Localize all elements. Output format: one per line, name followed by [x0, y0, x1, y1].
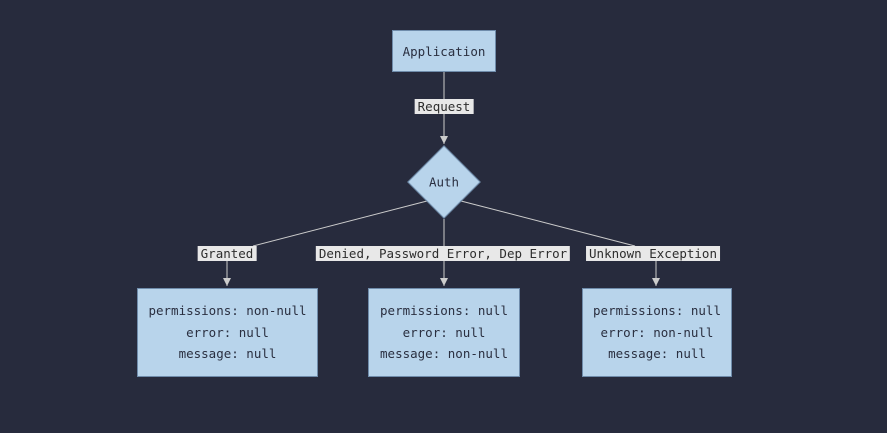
unknown-result-line-permissions: permissions: null: [593, 303, 721, 319]
denied-result-line-permissions: permissions: null: [380, 303, 508, 319]
node-unknown-result: permissions: null error: non-null messag…: [582, 288, 732, 377]
node-application-label: Application: [402, 43, 486, 59]
node-granted-result: permissions: non-null error: null messag…: [137, 288, 318, 377]
denied-result-line-message: message: non-null: [380, 346, 508, 362]
node-denied-result: permissions: null error: null message: n…: [368, 288, 520, 377]
granted-result-line-message: message: null: [178, 346, 277, 362]
edge-label-unknown: Unknown Exception: [586, 246, 720, 261]
denied-result-line-error: error: null: [402, 324, 486, 340]
edge-granted-line-diagonal: [252, 200, 428, 247]
edge-label-denied: Denied, Password Error, Dep Error: [315, 246, 571, 261]
edge-unknown-line-diagonal: [460, 200, 636, 247]
edge-label-granted: Granted: [197, 246, 257, 261]
unknown-result-line-error: error: non-null: [600, 324, 714, 340]
node-application: Application: [392, 30, 496, 72]
node-auth-label: Auth: [428, 174, 460, 190]
granted-result-line-permissions: permissions: non-null: [148, 303, 307, 319]
unknown-result-line-message: message: null: [608, 346, 706, 362]
granted-result-line-error: error: null: [186, 324, 269, 340]
edge-label-request: Request: [414, 99, 474, 114]
